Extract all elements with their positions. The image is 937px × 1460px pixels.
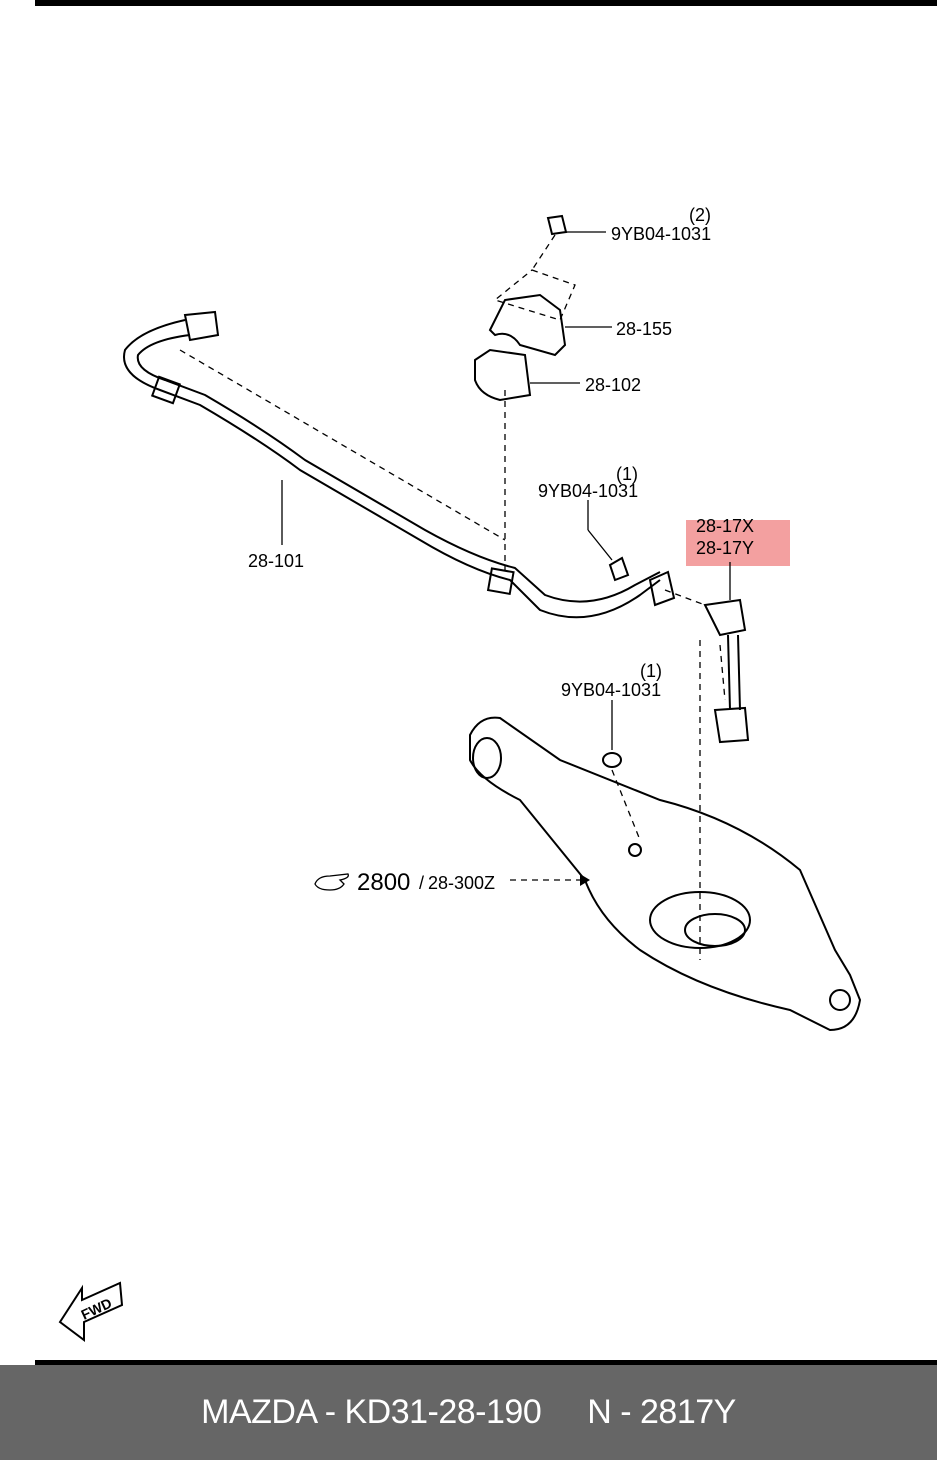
lower-control-arm [469,716,862,1032]
stabilizer-bar [123,319,661,619]
label-washer-qty: (1) [640,661,662,681]
label-link-y: 28-17Y [696,538,755,558]
label-nut-mid: 9YB04-1031 [538,481,638,501]
fwd-arrow-icon: FWD [58,1281,124,1342]
stabilizer-link [703,598,750,744]
label-bushing: 28-102 [585,375,641,395]
label-bolt-top-qty: (2) [689,205,711,225]
label-link-group: 28-17X 28-17Y [696,515,754,559]
label-arm-ref-sep: / [419,873,424,893]
label-bracket: 28-155 [616,319,672,339]
label-bolt-top: 9YB04-1031 [611,224,711,244]
footer-bar: MAZDA - KD31-28-190 N - 2817Y [0,1365,937,1460]
hand-pointer-icon [314,873,349,891]
footer-ref: N - 2817Y [587,1393,736,1431]
label-arm-ref-part: 28-300Z [428,873,495,893]
label-stabilizer-bar: 28-101 [248,551,304,571]
highlight-box [686,520,790,566]
top-border [35,0,937,6]
label-nut-mid-qty: (1) [616,464,638,484]
bracket [488,293,567,357]
bushing [474,348,532,402]
footer-part-number: MAZDA - KD31-28-190 [201,1393,542,1431]
label-arm-ref-main: 2800 [357,869,410,896]
label-link-x: 28-17X [696,516,755,536]
washer [602,752,622,768]
bottom-border [35,1360,937,1365]
bar-end-left [183,310,220,342]
bolt-top [546,214,568,236]
label-washer: 9YB04-1031 [561,680,661,700]
nut-mid [608,556,630,582]
bar-end-right [648,570,676,607]
